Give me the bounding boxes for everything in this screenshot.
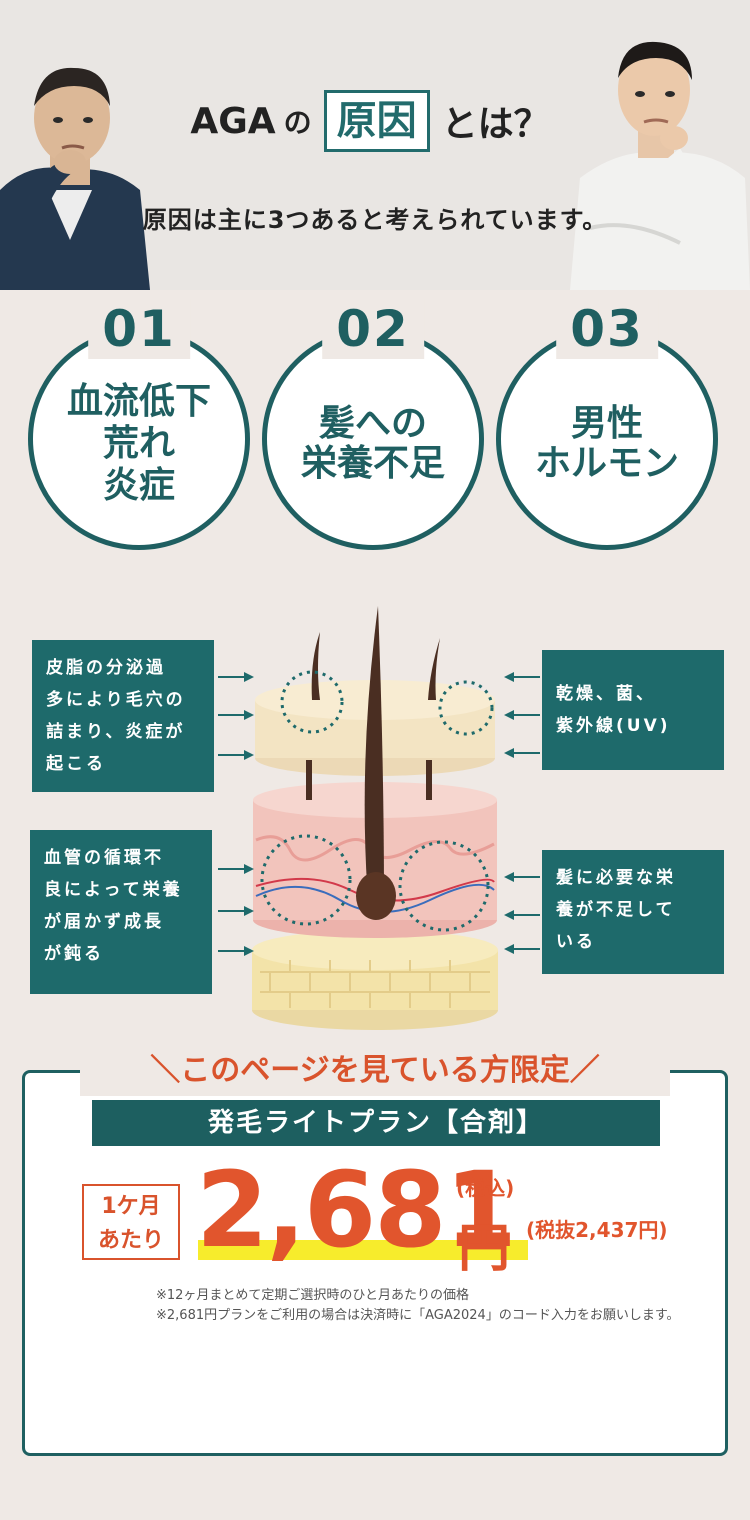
- arrow-right-icon: [218, 906, 254, 916]
- arrow-right-icon: [218, 710, 254, 720]
- cause-text: 血流低下 荒れ 炎症: [66, 381, 211, 506]
- title-aga: AGA: [190, 100, 276, 142]
- cause-number: 01: [88, 299, 190, 359]
- callout-sebum: 皮脂の分泌過 多により毛穴の 詰まり、炎症が 起こる: [32, 640, 214, 792]
- cause-text: 髪への 栄養不足: [300, 403, 445, 484]
- cause-circle-3: 03 男性 ホルモン: [496, 299, 718, 550]
- hero-section: AGA の 原因 とは？ 原因は主に3つあると考えられています。: [0, 0, 750, 290]
- title-highlight-box: 原因: [323, 90, 430, 152]
- arrow-left-icon: [504, 748, 540, 758]
- arrow-left-icon: [504, 672, 540, 682]
- tax-included-label: (税込): [456, 1176, 515, 1200]
- hair-strands: [306, 606, 440, 920]
- title-no: の: [283, 106, 312, 139]
- thinking-man-right-image: [570, 41, 750, 290]
- cause-circle-2: 02 髪への 栄養不足: [262, 299, 484, 550]
- arrow-right-icon: [218, 750, 254, 760]
- cause-number: 02: [322, 299, 424, 359]
- arrow-left-icon: [504, 944, 540, 954]
- plan-name-bar: 発毛ライトプラン【合剤】: [92, 1100, 660, 1146]
- callout-dryness: 乾燥、菌、 紫外線(UV): [542, 650, 724, 770]
- arrow-left-icon: [504, 710, 540, 720]
- cause-text: 男性 ホルモン: [534, 403, 679, 484]
- price-note-2: ※2,681円プランをご利用の場合は決済時に「AGA2024」のコード入力をお願…: [156, 1308, 680, 1323]
- page-title: AGA の 原因 とは？: [150, 86, 590, 156]
- callout-nutrition: 髪に必要な栄 養が不足して いる: [542, 850, 724, 974]
- price-value: 2,681: [196, 1149, 517, 1271]
- tax-excluded-price: (税抜2,437円): [526, 1218, 668, 1242]
- arrow-left-icon: [504, 910, 540, 920]
- title-suffix: とは？: [441, 104, 550, 145]
- limited-offer-tag: ＼このページを見ている方限定／: [80, 1046, 670, 1096]
- arrow-left-icon: [504, 872, 540, 882]
- callout-blood-flow: 血管の循環不 良によって栄養 が届かず成長 が鈍る: [30, 830, 212, 994]
- arrow-right-icon: [218, 946, 254, 956]
- subheading: 原因は主に3つあると考えられています。: [142, 206, 608, 234]
- cause-circle-1: 01 血流低下 荒れ 炎症: [28, 299, 250, 550]
- thinking-man-left-image: [0, 67, 150, 290]
- price-highlight: [198, 1240, 528, 1260]
- per-month-label: 1ケ月 あたり: [82, 1184, 180, 1260]
- fat-layer: [252, 930, 498, 1030]
- arrow-right-icon: [218, 672, 254, 682]
- focus-circles: [260, 670, 494, 932]
- scalp-layer-illustration: [252, 606, 498, 1030]
- price-currency: 円: [458, 1219, 511, 1279]
- price-note-1: ※12ヶ月まとめて定期ご選択時のひと月あたりの価格: [156, 1288, 470, 1303]
- arrow-right-icon: [218, 864, 254, 874]
- cause-number: 03: [556, 299, 658, 359]
